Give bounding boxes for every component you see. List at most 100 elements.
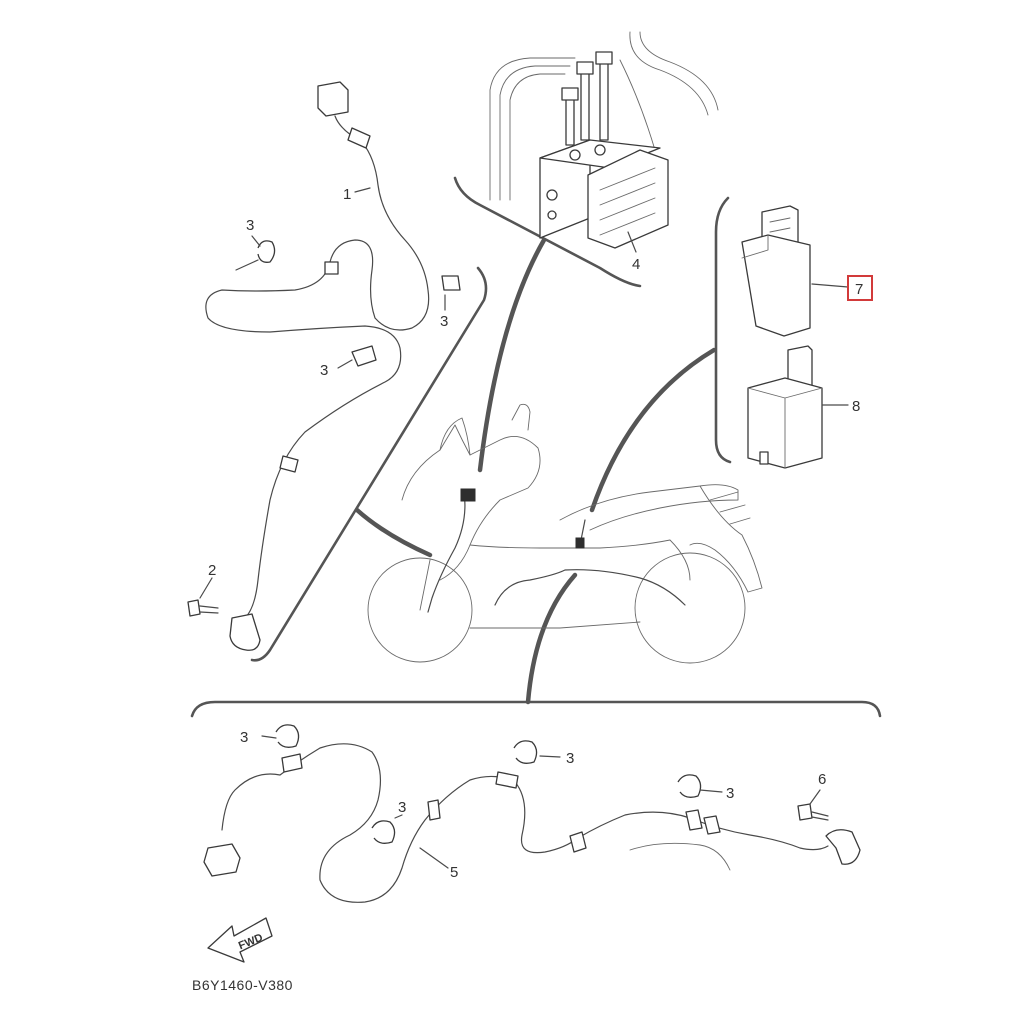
callout-6: 6	[818, 771, 826, 788]
callout-3-rear-3: 3	[398, 799, 406, 816]
callout-leader-6	[809, 789, 821, 805]
wire-sleeve-3	[279, 455, 299, 473]
abs-fitting-1	[561, 87, 579, 146]
callout-leader-3g	[699, 789, 723, 793]
callout-leader-3e	[539, 755, 561, 758]
abs-hydraulic-unit	[489, 31, 719, 253]
connector-top	[317, 81, 349, 117]
bolt-6-shaft	[811, 811, 829, 821]
brake-line-5	[639, 31, 719, 111]
brake-line-1	[489, 57, 576, 201]
callout-1: 1	[343, 186, 351, 203]
rear-clamp-4	[677, 774, 702, 798]
callout-4: 4	[632, 256, 640, 273]
leader-ecu	[589, 347, 717, 513]
callout-7: 7	[855, 281, 863, 298]
rear-sensor-lead	[203, 724, 861, 903]
bolt-2-shaft	[199, 605, 219, 614]
abs-port-4	[594, 144, 606, 156]
windscreen	[439, 417, 471, 456]
front-sensor-group-bracket	[250, 266, 488, 662]
abs-fitting-3	[595, 51, 613, 141]
abs-ecu-side	[587, 149, 669, 249]
callout-3-clamp-mid: 3	[320, 362, 328, 379]
diagram-code: B6Y1460-V380	[192, 977, 293, 993]
ecu-parts	[741, 205, 849, 469]
ecu-bracket-edge	[747, 387, 823, 469]
callout-3-clamp-top: 3	[246, 217, 254, 234]
callout-leader-3a	[251, 235, 261, 247]
abs-port-3	[569, 149, 581, 161]
callout-2: 2	[208, 562, 216, 579]
callout-leader-3c	[337, 359, 353, 369]
floorboard	[469, 539, 691, 581]
callout-5: 5	[450, 864, 458, 881]
abs-port-1	[546, 189, 558, 201]
bolt-2	[187, 599, 201, 617]
rear-wheel	[634, 552, 746, 664]
front-wheel	[367, 557, 473, 663]
clamp-leader	[235, 259, 259, 271]
abs-ribs	[599, 167, 656, 236]
wire-sleeve-2	[324, 261, 339, 275]
leader-front	[354, 507, 433, 558]
ecu-group-bracket	[714, 196, 732, 464]
wire-clamp-mid	[351, 345, 377, 367]
lead-5-wire	[221, 743, 829, 903]
wire-sleeve-1	[347, 127, 371, 149]
callout-7-highlight	[847, 275, 873, 301]
fwd-arrow: FWD	[207, 917, 273, 963]
callout-leader-2	[199, 577, 213, 599]
brake-line-6	[619, 59, 656, 151]
handlebar	[511, 403, 531, 431]
ecu-body	[741, 234, 811, 337]
bike-front-wire	[427, 491, 466, 613]
callout-labels: 1 3 3 3 2 4 7 8 3 3 3 3 6 5	[208, 186, 873, 881]
rear-connector	[203, 843, 241, 877]
front-fork	[419, 559, 431, 611]
seat	[559, 484, 739, 531]
motorcycle-silhouette	[367, 403, 763, 664]
rear-sleeve-1	[281, 753, 303, 773]
front-sensor-lead	[187, 81, 461, 651]
callout-3-rear-4: 3	[726, 785, 734, 802]
callout-3-clamp-right: 3	[440, 313, 448, 330]
lead-1-wire	[205, 115, 430, 619]
callout-3-rear-1: 3	[240, 729, 248, 746]
brake-line-2	[499, 65, 571, 201]
rear-sleeve-5	[685, 809, 703, 831]
callout-leader-3d	[261, 735, 277, 739]
bike-abs-unit	[460, 488, 476, 502]
rear-sensor-group-bracket	[190, 700, 882, 718]
wire-clamp-top	[257, 240, 276, 263]
underbody	[469, 621, 641, 629]
bike-rear-wire	[494, 569, 686, 606]
callout-leader-7	[811, 283, 849, 288]
ecu-bracket-tab	[759, 451, 769, 465]
callout-3-rear-2: 3	[566, 750, 574, 767]
lead-5-wire-ghost	[629, 842, 731, 871]
callout-leader-4	[627, 231, 637, 253]
bolt-6	[797, 803, 813, 821]
rear-clamp-3	[371, 820, 396, 844]
rear-sleeve-6	[703, 815, 721, 835]
callout-8: 8	[852, 398, 860, 415]
ecu-connector-detail	[769, 217, 791, 233]
rear-wheel-sensor	[825, 829, 861, 865]
rear-clamp-1	[275, 724, 300, 748]
front-wheel-sensor	[229, 613, 261, 651]
tail-detail	[709, 491, 751, 525]
rear-body	[689, 485, 763, 593]
abs-fitting-2	[576, 61, 594, 141]
front-fairing	[401, 424, 541, 581]
rear-sleeve-2	[427, 799, 441, 821]
ecu-edge	[741, 234, 769, 259]
bike-ecu-unit	[575, 537, 585, 549]
fwd-arrow-shape	[207, 917, 273, 963]
callout-leader-1	[354, 187, 371, 193]
leader-abs	[477, 237, 547, 473]
rear-sleeve-3	[495, 771, 519, 789]
brake-line-3	[509, 73, 566, 201]
wire-clamp-right	[441, 275, 461, 291]
